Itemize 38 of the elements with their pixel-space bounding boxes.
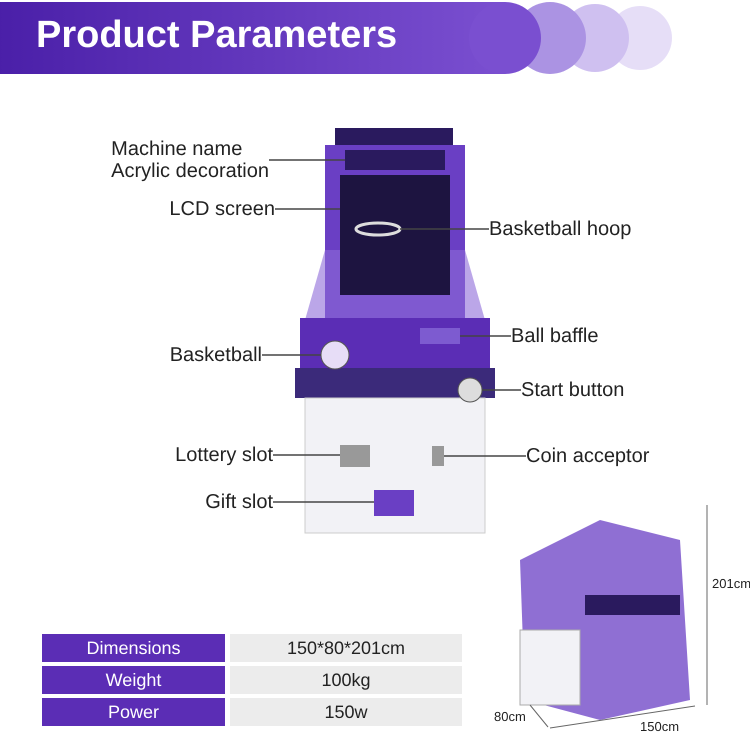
dimension-label: 80cm [494,709,526,724]
leader-line [400,228,489,230]
leader-line [269,159,345,161]
table-cell: 150w [230,698,462,726]
leader-line [460,335,511,337]
leader-line [275,208,340,210]
callout-label: Gift slot [205,491,273,513]
basketball [320,340,350,370]
lottery-slot [340,445,370,467]
acrylic-decoration-panel [345,150,445,170]
leader-line [444,455,526,457]
ball-baffle [420,328,460,344]
table-cell: 150*80*201cm [230,634,462,662]
callout-label: Lottery slot [175,444,273,466]
leader-line [482,389,521,391]
callout-label: Machine name [111,138,244,160]
gift-slot [374,490,414,516]
table-cell: Dimensions [42,634,225,662]
table-cell: 100kg [230,666,462,694]
coin-acceptor [432,446,444,466]
callout-label: Basketball hoop [489,218,632,240]
leader-line [273,454,340,456]
callout-label: Basketball [170,344,262,366]
callout-label: Acrylic decoration [111,160,269,182]
callout-label: LCD screen [169,198,275,220]
callout-label: Coin acceptor [526,445,650,467]
dimension-label: 201cm [712,576,750,591]
callout-label: Start button [521,379,624,401]
table-cell: Power [42,698,225,726]
start-button [458,378,482,402]
lcd-screen [340,175,450,295]
leader-line [273,501,374,503]
table-cell: Weight [42,666,225,694]
page-title: Product Parameters [36,14,398,57]
dimension-label: 150cm [640,719,680,734]
leader-line [262,354,321,356]
basketball-hoop [354,222,402,236]
callout-label: Ball baffle [511,325,598,347]
